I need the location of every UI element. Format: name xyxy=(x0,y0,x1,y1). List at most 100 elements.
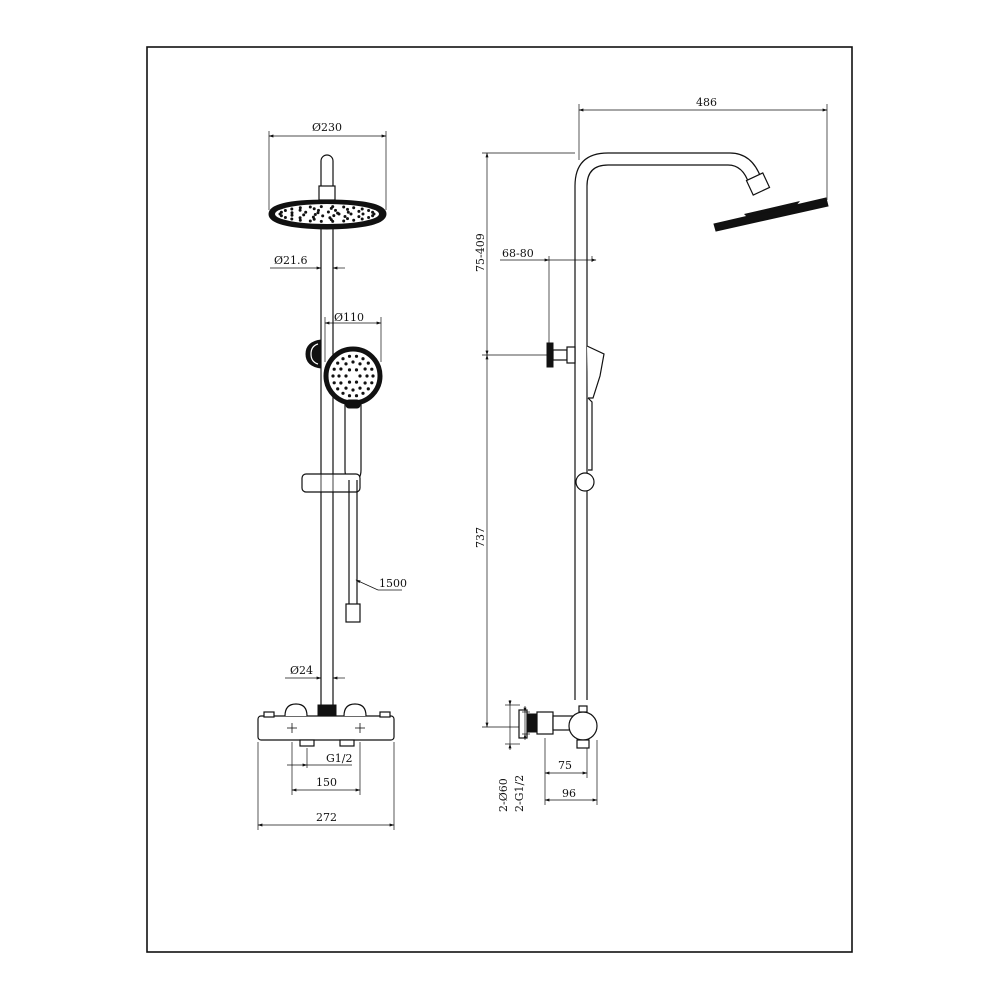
pipe-upper-diameter-dimension: Ø21.6 xyxy=(270,254,345,270)
nozzle-dot xyxy=(298,206,302,210)
hand-nozzle-dot xyxy=(354,354,359,358)
hand-nozzle-dot xyxy=(358,374,362,378)
nozzle-dot xyxy=(371,214,375,218)
hand-nozzle-dot xyxy=(366,387,370,391)
hand-nozzle-dot xyxy=(332,381,336,385)
nozzle-dot xyxy=(332,214,336,218)
inlet-spacing-label: 150 xyxy=(316,776,337,789)
nozzle-dot xyxy=(349,212,353,216)
hand-nozzle-dot xyxy=(358,386,362,390)
connector-label: 2-G1/2 xyxy=(513,775,526,812)
hand-nozzle-dot xyxy=(332,367,336,371)
rain-head-side xyxy=(713,197,829,232)
hand-nozzle-dot xyxy=(370,381,374,385)
nozzle-dot xyxy=(329,206,333,210)
nozzle-dot xyxy=(313,213,317,216)
nozzle-dot xyxy=(319,205,323,209)
nozzle-dot xyxy=(346,217,349,221)
nozzle-dot xyxy=(352,206,356,210)
hose-length-leader: 1500 xyxy=(355,577,407,591)
pipe-lower-diameter-dimension: Ø24 xyxy=(285,664,345,680)
hand-nozzle-dot xyxy=(337,374,341,378)
hand-nozzle-dot xyxy=(344,386,348,390)
hand-nozzle-dot xyxy=(363,381,367,385)
wall-bracket-offset-label: 68-80 xyxy=(502,247,534,260)
nozzle-dot xyxy=(346,210,350,214)
slide-holder xyxy=(301,473,361,493)
hand-nozzle-dot xyxy=(344,374,348,378)
nozzle-dot xyxy=(316,211,320,215)
nozzle-dot xyxy=(371,210,375,214)
hand-nozzle-dot xyxy=(336,387,340,391)
hand-nozzle-dot xyxy=(358,362,362,366)
shower-hose xyxy=(345,480,361,623)
nozzle-dot xyxy=(312,207,316,211)
hand-nozzle-dot xyxy=(339,367,343,371)
hand-nozzle-dot xyxy=(365,374,369,378)
hand-nozzle-dot xyxy=(351,388,355,392)
nozzle-dot xyxy=(346,207,349,211)
nozzle-dot xyxy=(279,210,283,214)
head-ball-joint xyxy=(318,185,336,201)
thermostatic-valve xyxy=(257,703,395,747)
nozzle-dot xyxy=(342,205,346,209)
hand-nozzle-pattern xyxy=(331,354,375,398)
hand-shower-side xyxy=(586,345,605,471)
depth-label: 96 xyxy=(562,787,576,800)
arm-reach-label: 486 xyxy=(696,96,717,109)
nozzle-dot xyxy=(302,213,306,217)
head-diameter-label: Ø230 xyxy=(312,121,342,134)
drawing-border xyxy=(146,46,853,953)
hand-nozzle-dot xyxy=(341,357,345,361)
nozzle-dot xyxy=(298,208,302,212)
connector-dimension: 2-G1/2 xyxy=(513,706,530,812)
eccentric-offset-dimension: 75 xyxy=(544,738,588,778)
hand-nozzle-dot xyxy=(370,367,374,371)
riser-pipe xyxy=(320,228,334,708)
nozzle-dot xyxy=(336,211,340,215)
nozzle-dot xyxy=(360,207,364,211)
hand-nozzle-dot xyxy=(354,368,359,372)
nozzle-dot xyxy=(298,218,302,222)
nozzle-dot xyxy=(290,213,294,217)
nozzle-dot xyxy=(308,219,312,223)
hand-nozzle-dot xyxy=(351,360,355,364)
height-adjust-dimension: 75-409 xyxy=(474,152,575,356)
hand-shower-diameter-dimension: Ø110 xyxy=(324,311,382,362)
nozzle-dot xyxy=(283,216,287,219)
rain-shower-head xyxy=(268,199,387,230)
arm-reach-dimension: 486 xyxy=(578,96,828,200)
pipe-coupling xyxy=(317,704,337,718)
wall-bracket-side xyxy=(546,342,576,368)
nozzle-dot xyxy=(304,210,308,214)
height-adjust-label: 75-409 xyxy=(474,233,487,272)
valve-width-dimension: 272 xyxy=(257,742,395,830)
hand-nozzle-dot xyxy=(361,357,365,361)
nozzle-dot xyxy=(367,216,371,219)
slide-holder-side xyxy=(575,472,595,492)
hand-nozzle-dot xyxy=(347,368,352,372)
inlet-thread-dimension: G1/2 xyxy=(287,748,353,768)
hand-nozzle-dot xyxy=(339,381,343,385)
hand-nozzle-dot xyxy=(341,391,345,395)
hand-nozzle-dot xyxy=(361,391,365,395)
front-view: Ø230 Ø21.6 Ø110 xyxy=(257,121,407,830)
nozzle-dot xyxy=(283,209,287,212)
valve-width-label: 272 xyxy=(316,811,337,824)
nozzle-dot xyxy=(352,218,356,222)
nozzle-dot xyxy=(298,216,302,220)
hand-nozzle-dot xyxy=(347,380,352,384)
nozzle-dot xyxy=(328,216,332,220)
nozzle-dot xyxy=(321,214,325,218)
inlet-thread-label: G1/2 xyxy=(326,752,353,765)
riser-and-arm xyxy=(574,152,771,700)
wall-bracket-offset-dimension: 68-80 xyxy=(500,247,597,345)
hand-nozzle-dot xyxy=(344,362,348,366)
valve-side xyxy=(518,705,598,749)
eccentric-offset-label: 75 xyxy=(558,759,572,772)
nozzle-dot xyxy=(342,219,346,223)
nozzle-dot xyxy=(319,219,323,223)
hand-nozzle-dot xyxy=(336,361,340,365)
